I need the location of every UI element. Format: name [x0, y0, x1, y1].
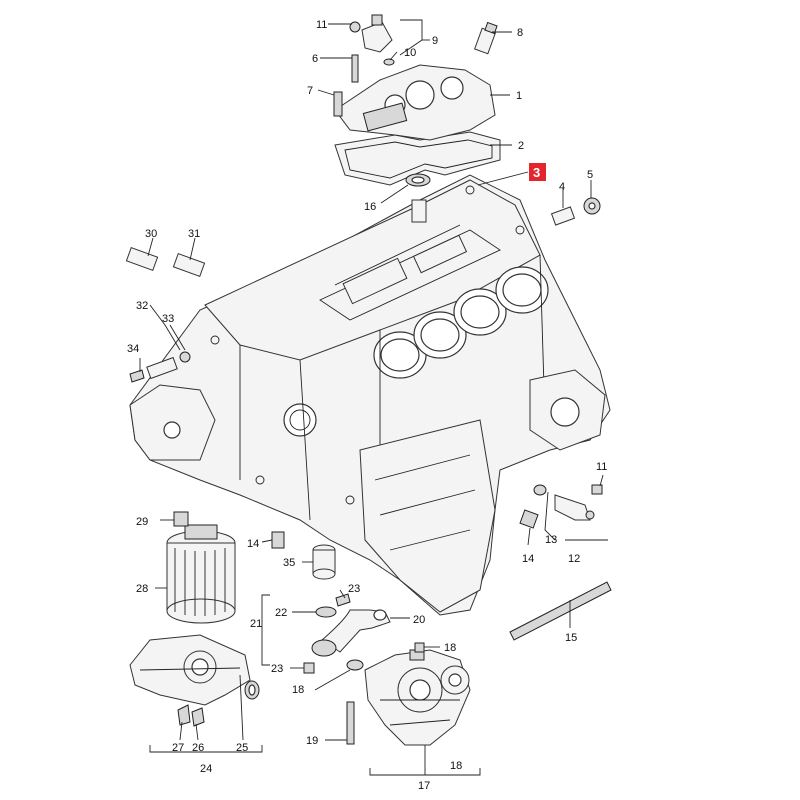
- plug-14a: [271, 531, 285, 549]
- bolt-7: [333, 91, 343, 117]
- sender-8: [474, 21, 498, 55]
- callout-label: 11: [316, 19, 327, 31]
- sensor-31: [172, 252, 206, 278]
- pipe-16: [411, 199, 427, 223]
- callout-label: 4: [559, 181, 565, 193]
- coolant-housing-assembly: [334, 64, 501, 223]
- callout-label: 10: [404, 47, 416, 59]
- callout-label: 7: [307, 85, 313, 97]
- callout-label: 24: [200, 763, 212, 775]
- callout-label: 14: [522, 553, 534, 565]
- callout-label: 18: [444, 642, 456, 654]
- callout-label: 33: [162, 313, 174, 325]
- oil-pump-17: [364, 649, 471, 746]
- callout-label: 5: [587, 169, 593, 181]
- callout-labels: 11 9 10 6 8 7 1 2 3 4 5 16 30 31 32 33 3…: [127, 19, 607, 792]
- callout-label: 16: [364, 201, 376, 213]
- callout-label: 31: [188, 228, 200, 240]
- highlighted-callout-3[interactable]: 3: [529, 163, 546, 181]
- crank-bore: [283, 403, 317, 437]
- washer-5: [583, 197, 601, 215]
- callout-label: 34: [127, 343, 139, 355]
- callout-label: 17: [418, 780, 430, 792]
- plug-14b: [519, 509, 539, 529]
- callout-label: 27: [172, 742, 184, 754]
- callout-label: 23: [348, 583, 360, 595]
- o-ring-10: [383, 58, 395, 66]
- sensor-30: [125, 246, 159, 272]
- oil-filter-28: [166, 524, 236, 624]
- seal-18a: [346, 659, 364, 671]
- bolt-19: [346, 701, 355, 745]
- callout-label-highlighted: 3: [533, 165, 540, 180]
- callout-label: 29: [136, 516, 148, 528]
- bolt-11b: [591, 484, 603, 495]
- callout-label: 11: [596, 461, 607, 473]
- plug-4: [550, 206, 576, 226]
- sensor-12: [554, 494, 595, 521]
- bolt-34: [129, 369, 145, 383]
- callout-label: 2: [518, 140, 524, 152]
- callout-label: 13: [545, 534, 557, 546]
- callout-label: 6: [312, 53, 318, 65]
- callout-label: 32: [136, 300, 148, 312]
- callout-label: 28: [136, 583, 148, 595]
- callout-label: 30: [145, 228, 157, 240]
- callout-label: 18: [450, 760, 462, 772]
- callout-label: 26: [192, 742, 204, 754]
- bolt-23b: [303, 662, 315, 674]
- engine-block: [129, 174, 611, 616]
- bolt-18b: [414, 642, 425, 653]
- leader-lines: [139, 19, 608, 776]
- seal-22: [315, 606, 337, 618]
- callout-label: 19: [306, 735, 318, 747]
- callout-label: 8: [517, 27, 523, 39]
- callout-label: 35: [283, 557, 295, 569]
- callout-label: 9: [432, 35, 438, 47]
- housing-24: [129, 634, 251, 727]
- callout-label: 12: [568, 553, 580, 565]
- cap-29: [173, 511, 189, 527]
- bolt-6: [351, 54, 359, 83]
- sleeve-35: [312, 544, 336, 580]
- oil-pipe-21: [311, 609, 391, 657]
- callout-label: 21: [250, 618, 262, 630]
- rod-15: [509, 581, 612, 641]
- callout-label: 25: [236, 742, 248, 754]
- callout-label: 23: [271, 663, 283, 675]
- bolt-23a: [335, 593, 351, 607]
- sensor-32: [146, 351, 191, 380]
- callout-label: 14: [247, 538, 259, 550]
- o-ring-13: [533, 484, 547, 496]
- sensor-9: [349, 14, 393, 53]
- highlight-badge: [529, 163, 546, 181]
- callout-label: 22: [275, 607, 287, 619]
- callout-label: 20: [413, 614, 425, 626]
- callout-label: 15: [565, 632, 577, 644]
- callout-label: 18: [292, 684, 304, 696]
- callout-label: 1: [516, 90, 522, 102]
